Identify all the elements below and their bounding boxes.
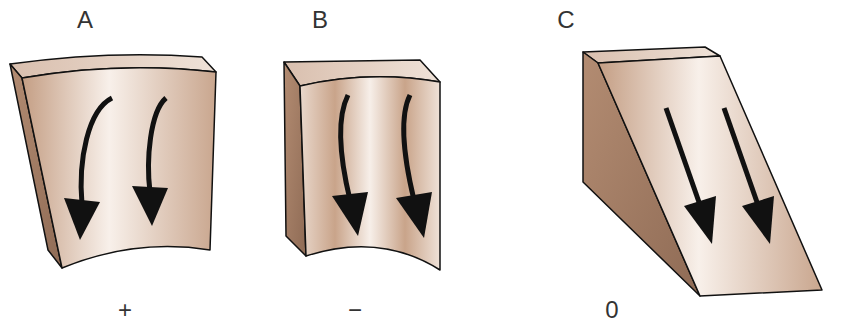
sign-label: + (118, 298, 132, 322)
flow-arrows (64, 98, 168, 240)
part-letter: A (77, 8, 93, 32)
sign-label: 0 (605, 298, 618, 322)
front-face (300, 77, 440, 270)
block-flat (583, 47, 822, 296)
block-concave (284, 60, 440, 270)
flow-arrows (332, 95, 432, 238)
block-convex (10, 55, 216, 268)
front-face (598, 56, 822, 296)
flow-arrows (666, 108, 774, 244)
part-letter: B (312, 8, 328, 32)
sign-label: − (348, 298, 362, 322)
part-letter: C (557, 8, 574, 32)
front-face (22, 68, 216, 268)
